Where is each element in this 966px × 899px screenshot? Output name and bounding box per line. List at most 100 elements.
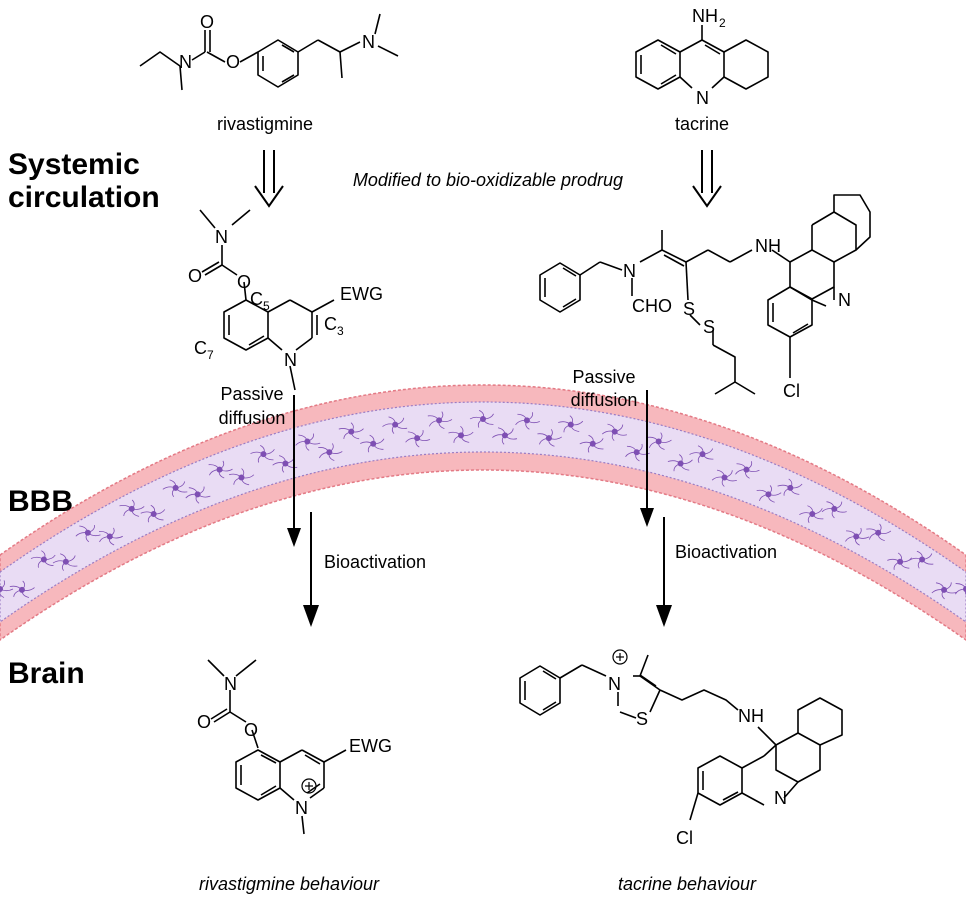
membrane-cell xyxy=(140,504,166,523)
double-arrow-right xyxy=(692,150,722,208)
membrane-cell xyxy=(272,455,298,473)
active-O-carbonyl: O xyxy=(197,712,211,732)
prodrug-C5-sub: 5 xyxy=(263,299,270,313)
membrane-cell xyxy=(689,445,714,463)
thiazolium-N: N xyxy=(608,674,621,694)
membrane-inner-band xyxy=(0,401,966,623)
membrane-cell xyxy=(185,486,211,504)
membrane-cell xyxy=(0,580,14,598)
membrane-cell xyxy=(295,433,321,451)
membrane-cell xyxy=(338,422,364,440)
membrane-cells xyxy=(0,410,966,600)
membrane-cell xyxy=(30,550,56,568)
rivastigmine-prodrug-structure: N O O C 5 EWG C 3 C 7 N xyxy=(188,209,383,391)
double-arrow-left xyxy=(254,150,284,208)
membrane-cell xyxy=(515,412,540,430)
tacrine-NH2-subscript: 2 xyxy=(719,16,726,30)
membrane-cell xyxy=(9,580,35,598)
tacrine-N: N xyxy=(696,88,709,108)
bioactivation-right: Bioactivation xyxy=(675,542,777,562)
membrane-cell xyxy=(229,468,255,486)
membrane-cell xyxy=(845,527,870,546)
rivastigmine-O-carbonyl: O xyxy=(200,12,214,32)
active-tacrine-N-ring: N xyxy=(774,788,787,808)
active-N-carbamate: N xyxy=(224,674,237,694)
membrane-cell xyxy=(646,432,672,450)
prodrug-C3: C xyxy=(324,314,337,334)
membrane-cell xyxy=(427,411,453,429)
arrow-bioactivation-left xyxy=(303,512,319,627)
prodrug-C5: C xyxy=(250,289,263,309)
membrane-cell xyxy=(711,469,737,487)
membrane-cell xyxy=(162,479,188,497)
membrane-cell xyxy=(318,443,343,461)
membrane-cell xyxy=(667,454,693,472)
tacrine-prodrug-N: N xyxy=(623,261,636,281)
label-bbb: BBB xyxy=(8,485,73,518)
arrow-bioactivation-right xyxy=(656,517,672,627)
rivastigmine-NMe2: N xyxy=(362,32,375,52)
membrane-cell xyxy=(777,478,803,496)
membrane-cell xyxy=(52,553,78,571)
passive-right-2: diffusion xyxy=(571,390,638,410)
membrane-cell xyxy=(558,415,584,433)
rivastigmine-structure: N O O N xyxy=(139,12,399,91)
membrane-cell xyxy=(756,485,782,503)
membrane-cell xyxy=(579,434,604,453)
membrane-cell xyxy=(601,423,628,441)
membrane-cell xyxy=(908,550,934,569)
active-N-ring: N xyxy=(295,798,308,818)
tacrine-prodrug-Cl: Cl xyxy=(783,381,800,401)
membrane-cell xyxy=(866,523,892,541)
membrane-cell xyxy=(735,461,760,479)
membrane-cell xyxy=(469,410,494,428)
active-EWG: EWG xyxy=(349,736,392,756)
bbb-membrane xyxy=(0,384,966,641)
membrane-cell xyxy=(931,582,957,600)
tacrine-active-structure: N S NH N Cl xyxy=(519,649,843,848)
tacrine-structure: NH 2 N xyxy=(635,6,769,108)
passive-left-2: diffusion xyxy=(219,408,286,428)
label-systemic: Systemic xyxy=(8,148,140,181)
membrane-cell xyxy=(360,434,385,453)
active-tacrine-NH: NH xyxy=(738,706,764,726)
rivastigmine-N: N xyxy=(179,52,192,72)
active-tacrine-Cl: Cl xyxy=(676,828,693,848)
prodrug-N-carbamate: N xyxy=(215,227,228,247)
tacrine-prodrug-N-ring: N xyxy=(838,290,851,310)
passive-right-1: Passive xyxy=(572,367,635,387)
prodrug-note: Modified to bio-oxidizable prodrug xyxy=(353,170,623,190)
membrane-cell xyxy=(75,525,101,543)
label-circulation: circulation xyxy=(8,181,160,214)
membrane-cell xyxy=(99,527,123,546)
passive-left-1: Passive xyxy=(220,384,283,404)
rivastigmine-O-ester: O xyxy=(226,52,240,72)
membrane-cell xyxy=(537,429,562,447)
thiazolium-S: S xyxy=(636,709,648,729)
active-O-ester: O xyxy=(244,720,258,740)
prodrug-EWG: EWG xyxy=(340,284,383,304)
tacrine-label: tacrine xyxy=(675,114,729,134)
prodrug-C3-sub: 3 xyxy=(337,324,344,338)
membrane-cell xyxy=(382,416,408,434)
prodrug-N-ring: N xyxy=(284,350,297,370)
tacrine-prodrug-CHO: CHO xyxy=(632,296,672,316)
prodrug-C7: C xyxy=(194,338,207,358)
tacrine-prodrug-S1: S xyxy=(683,299,695,319)
prodrug-O-carbonyl: O xyxy=(188,266,202,286)
membrane-cell xyxy=(492,427,518,445)
membrane-cell xyxy=(625,443,650,462)
arrow-passive-right xyxy=(640,390,654,527)
membrane-cell xyxy=(119,499,145,517)
membrane-cell xyxy=(208,460,233,479)
rivastigmine-label: rivastigmine xyxy=(217,114,313,134)
membrane-cell xyxy=(448,426,474,443)
bioactivation-left: Bioactivation xyxy=(324,552,426,572)
tacrine-prodrug-structure: N CHO S S NH N Cl xyxy=(539,194,871,401)
membrane-cell xyxy=(799,505,824,523)
tacrine-prodrug-S2: S xyxy=(703,317,715,337)
prodrug-O-ester: O xyxy=(237,272,251,292)
membrane-cell xyxy=(821,501,847,519)
arrow-passive-left xyxy=(287,395,301,547)
